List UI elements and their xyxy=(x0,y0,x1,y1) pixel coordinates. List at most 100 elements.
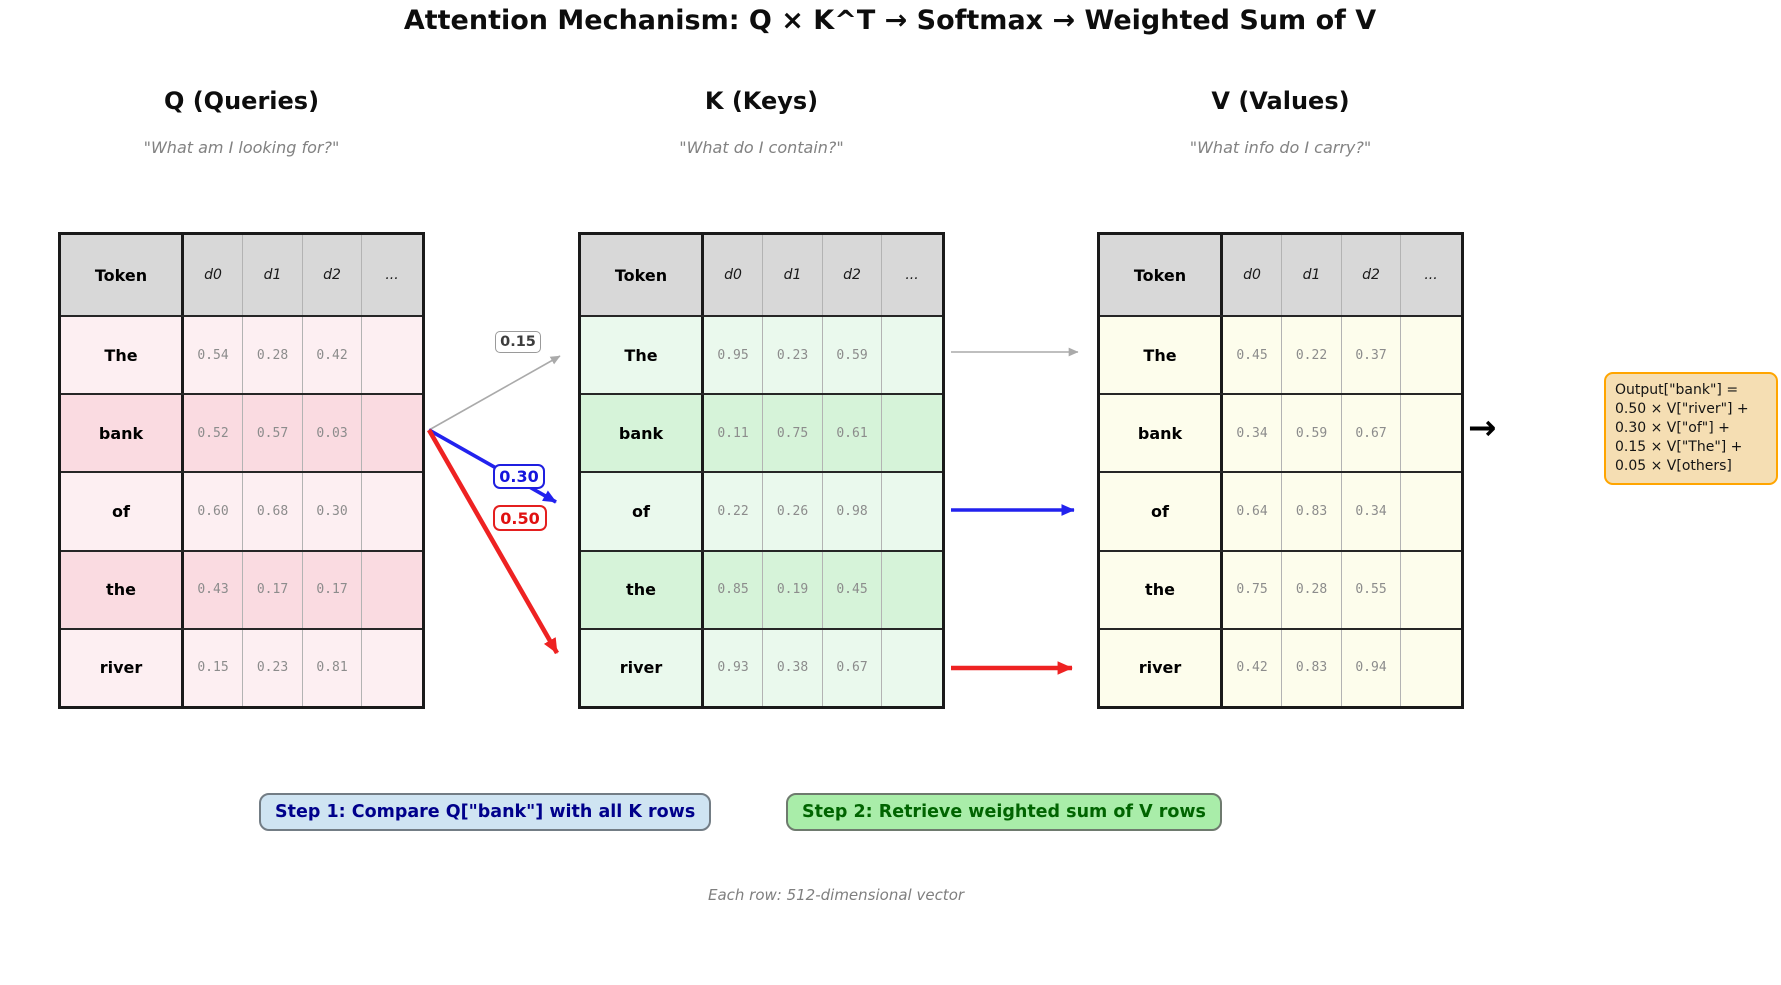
value-cell: 0.23 xyxy=(763,317,823,394)
header-cell-d2: d2 xyxy=(1342,235,1401,315)
q-column-heading: Q (Queries) xyxy=(163,87,320,115)
value-cell: 0.26 xyxy=(763,473,823,550)
token-cell: The xyxy=(1100,317,1223,394)
value-cell: 0.95 xyxy=(704,317,763,394)
output-arrow-icon: → xyxy=(1468,408,1497,448)
value-cell: 0.75 xyxy=(763,395,823,472)
value-cell: 0.64 xyxy=(1223,473,1282,550)
v-column-subtitle: "What info do I carry?" xyxy=(1189,138,1372,157)
token-cell: the xyxy=(61,551,184,628)
output-line: Output["bank"] = xyxy=(1615,382,1739,398)
value-cell: 0.03 xyxy=(303,395,362,472)
value-cell: 0.30 xyxy=(303,473,362,550)
value-cell: 0.22 xyxy=(704,473,763,550)
value-cell: 0.15 xyxy=(184,629,243,707)
token-cell: of xyxy=(1100,473,1223,550)
value-cell: 0.68 xyxy=(243,473,303,550)
value-cell: 0.85 xyxy=(704,551,763,628)
value-cell: 0.81 xyxy=(303,629,362,707)
value-cell: 0.45 xyxy=(823,551,882,628)
value-cell: 0.54 xyxy=(184,317,243,394)
token-cell: The xyxy=(581,317,704,394)
table-row: bank 0.52 0.57 0.03 xyxy=(61,393,422,472)
empty-cell xyxy=(362,317,422,394)
weight-label-river: 0.50 xyxy=(493,505,547,531)
token-cell: river xyxy=(581,629,704,707)
table-row: of 0.22 0.26 0.98 xyxy=(581,471,942,550)
output-line: 0.30 × V["of"] + xyxy=(1615,420,1730,436)
value-cell: 0.59 xyxy=(823,317,882,394)
value-cell: 0.60 xyxy=(184,473,243,550)
empty-cell xyxy=(1401,629,1461,707)
table-row: The 0.54 0.28 0.42 xyxy=(61,315,422,394)
token-cell: The xyxy=(61,317,184,394)
empty-cell xyxy=(362,551,422,628)
header-cell-token: Token xyxy=(581,235,704,315)
table-row: bank 0.34 0.59 0.67 xyxy=(1100,393,1461,472)
attention-arrow-gray xyxy=(428,355,561,431)
value-cell: 0.42 xyxy=(303,317,362,394)
empty-cell xyxy=(1401,551,1461,628)
value-cell: 0.57 xyxy=(243,395,303,472)
value-cell: 0.28 xyxy=(1282,551,1342,628)
v-table: Token d0 d1 d2 ... The 0.45 0.22 0.37 ba… xyxy=(1097,232,1464,709)
k-column-subtitle: "What do I contain?" xyxy=(679,138,844,157)
empty-cell xyxy=(882,629,942,707)
token-cell: of xyxy=(581,473,704,550)
output-line: 0.05 × V[others] xyxy=(1615,458,1732,474)
table-row: river 0.42 0.83 0.94 xyxy=(1100,627,1461,707)
value-cell: 0.17 xyxy=(243,551,303,628)
header-cell-d0: d0 xyxy=(184,235,243,315)
value-cell: 0.11 xyxy=(704,395,763,472)
output-line: 0.50 × V["river"] + xyxy=(1615,401,1749,417)
header-cell-more: ... xyxy=(1401,235,1461,315)
token-cell: bank xyxy=(581,395,704,472)
header-cell-d1: d1 xyxy=(763,235,823,315)
empty-cell xyxy=(1401,317,1461,394)
value-cell: 0.75 xyxy=(1223,551,1282,628)
empty-cell xyxy=(362,629,422,707)
k-column-heading: K (Keys) xyxy=(704,87,819,115)
header-cell-token: Token xyxy=(61,235,184,315)
header-cell-d0: d0 xyxy=(1223,235,1282,315)
empty-cell xyxy=(882,395,942,472)
table-header-row: Token d0 d1 d2 ... xyxy=(1100,235,1461,315)
output-box: Output["bank"] = 0.50 × V["river"] + 0.3… xyxy=(1604,372,1778,485)
header-cell-d2: d2 xyxy=(823,235,882,315)
value-cell: 0.37 xyxy=(1342,317,1401,394)
token-cell: bank xyxy=(1100,395,1223,472)
k-table: Token d0 d1 d2 ... The 0.95 0.23 0.59 ba… xyxy=(578,232,945,709)
table-row: bank 0.11 0.75 0.61 xyxy=(581,393,942,472)
value-cell: 0.83 xyxy=(1282,629,1342,707)
value-cell: 0.34 xyxy=(1223,395,1282,472)
token-cell: the xyxy=(581,551,704,628)
value-cell: 0.55 xyxy=(1342,551,1401,628)
table-row: The 0.45 0.22 0.37 xyxy=(1100,315,1461,394)
value-cell: 0.67 xyxy=(823,629,882,707)
value-cell: 0.34 xyxy=(1342,473,1401,550)
weight-label-The: 0.15 xyxy=(495,331,541,353)
table-row: the 0.43 0.17 0.17 xyxy=(61,549,422,628)
q-table: Token d0 d1 d2 ... The 0.54 0.28 0.42 ba… xyxy=(58,232,425,709)
header-cell-d1: d1 xyxy=(243,235,303,315)
table-header-row: Token d0 d1 d2 ... xyxy=(61,235,422,315)
table-row: river 0.15 0.23 0.81 xyxy=(61,627,422,707)
header-cell-more: ... xyxy=(882,235,942,315)
value-cell: 0.28 xyxy=(243,317,303,394)
value-cell: 0.52 xyxy=(184,395,243,472)
value-cell: 0.94 xyxy=(1342,629,1401,707)
empty-cell xyxy=(362,473,422,550)
value-cell: 0.45 xyxy=(1223,317,1282,394)
table-header-row: Token d0 d1 d2 ... xyxy=(581,235,942,315)
empty-cell xyxy=(882,551,942,628)
table-row: the 0.75 0.28 0.55 xyxy=(1100,549,1461,628)
value-cell: 0.67 xyxy=(1342,395,1401,472)
token-cell: bank xyxy=(61,395,184,472)
value-cell: 0.19 xyxy=(763,551,823,628)
empty-cell xyxy=(1401,473,1461,550)
step2-badge: Step 2: Retrieve weighted sum of V rows xyxy=(786,793,1222,831)
weight-label-of: 0.30 xyxy=(493,464,545,489)
header-cell-d1: d1 xyxy=(1282,235,1342,315)
value-cell: 0.38 xyxy=(763,629,823,707)
table-row: of 0.60 0.68 0.30 xyxy=(61,471,422,550)
